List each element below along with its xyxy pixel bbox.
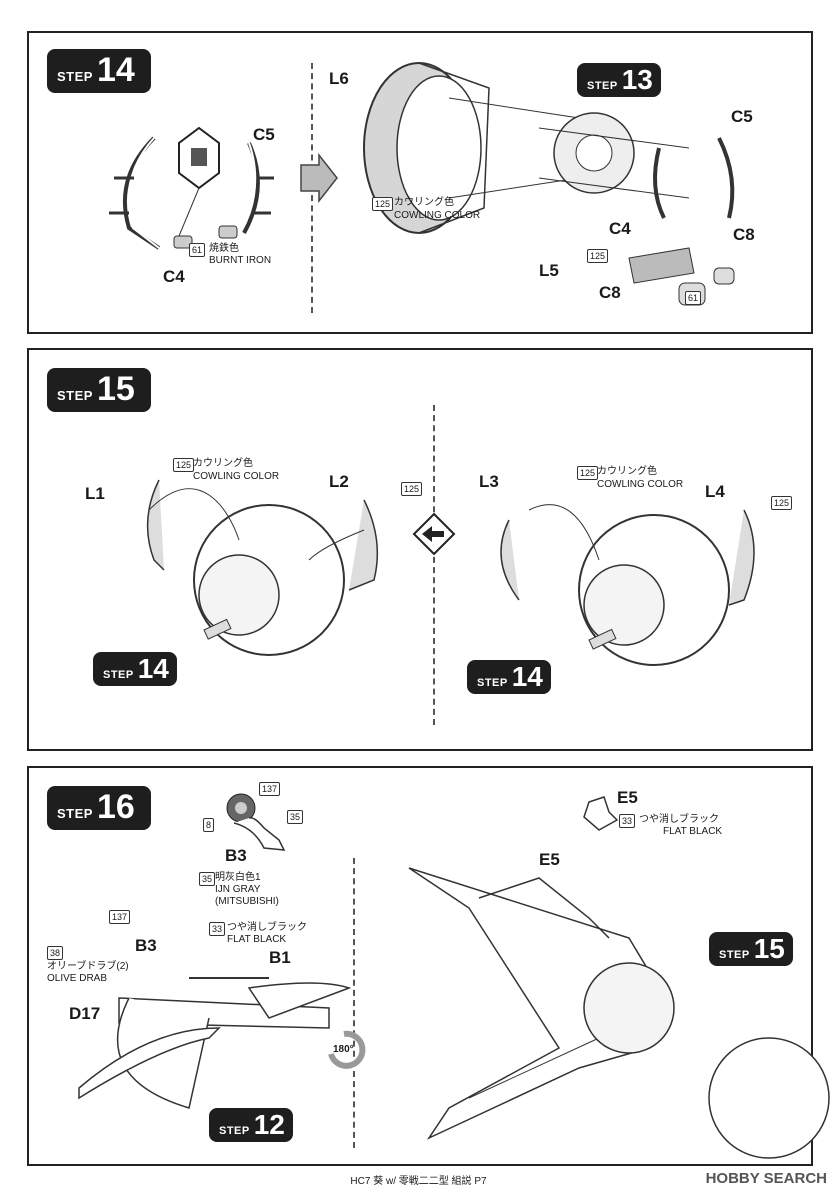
left-cowling-drawing (146, 479, 379, 656)
label-c8-top: C8 (733, 225, 755, 244)
step14-badge: STEP 14 (47, 49, 151, 93)
label-c4-left: C4 (163, 267, 185, 286)
step15-badge: STEP 15 (47, 368, 151, 412)
step13-badge: STEP 13 (577, 63, 661, 97)
brand-watermark: HOBBY SEARCH (705, 1170, 827, 1187)
label-c4-right: C4 (609, 219, 631, 238)
step12-badge: STEP 12 (209, 1108, 293, 1142)
label-b3-top: B3 (225, 846, 247, 865)
label-c8-bottom: C8 (599, 283, 621, 302)
label-l6: L6 (329, 69, 349, 88)
tail-section-drawing (78, 977, 352, 1109)
engine-mount-drawing (109, 126, 274, 250)
label-l1: L1 (85, 484, 105, 503)
l1-color-jp: カウリング色 (193, 458, 253, 469)
b3-color-number: 137 (109, 910, 131, 924)
l3-color-en: COWLING COLOR (597, 479, 684, 490)
cowling-color-number: 125 (372, 197, 394, 211)
label-l5: L5 (539, 261, 559, 280)
burnt-iron-en: BURNT IRON (209, 255, 272, 266)
l1-color-en: COWLING COLOR (193, 471, 280, 482)
cowling-assembly-drawing (363, 62, 735, 306)
e5-color-number: 33 (619, 814, 636, 828)
cowling-color-en: COWLING COLOR (394, 210, 481, 221)
l2-color-number: 125 (401, 482, 423, 496)
label-l4: L4 (705, 482, 725, 501)
gray-color-en1: IJN GRAY (215, 884, 261, 895)
step15-panel: STEP 15 L1 125 カウリング色 COWLING COLOR L2 1… (27, 348, 813, 751)
label-c5-left: C5 (253, 125, 275, 144)
l3-color-number: 125 (577, 466, 599, 480)
olive-drab-jp: オリーブドラブ(2) (47, 961, 129, 972)
swap-side-icon (412, 512, 456, 556)
burnt-iron-jp: 焼鉄色 (209, 243, 239, 254)
step16-divider (353, 858, 355, 1148)
right-cowling-drawing (500, 504, 755, 666)
step15-sub-left-badge: STEP 14 (93, 652, 177, 686)
label-l2: L2 (329, 472, 349, 491)
c8-color-number: 61 (685, 291, 702, 305)
step15-sub-right-badge: STEP 14 (467, 660, 551, 694)
label-b1: B1 (269, 948, 291, 967)
olive-drab-en: OLIVE DRAB (47, 973, 108, 984)
flat-black-number: 33 (209, 922, 226, 936)
label-l3: L3 (479, 472, 499, 491)
tail-wheel-drawing (226, 793, 286, 851)
flat-black-jp: つや消しブラック (227, 922, 307, 933)
step16-panel: STEP 16 8 137 35 B3 35 明灰白色1 IJN GRAY (M… (27, 766, 830, 1166)
wheel-number-8: 8 (203, 818, 215, 832)
e5-part-drawing (583, 796, 619, 831)
wheel-number-35: 35 (287, 810, 304, 824)
gray-color-number: 35 (199, 872, 216, 886)
step15-divider (433, 405, 435, 725)
step14-panel: STEP 14 C5 C4 61 焼鉄色 BURNT IRON (27, 31, 813, 334)
e5-color-en: FLAT BLACK (663, 826, 723, 837)
label-b3: B3 (135, 936, 157, 955)
page-footer: HC7 葵 w/ 零戦二二型 組説 P7 (350, 1176, 487, 1187)
cowling-color-jp: カウリング色 (394, 197, 454, 208)
label-e5-top: E5 (617, 788, 638, 807)
l3-color-jp: カウリング色 (597, 466, 657, 477)
rotate-180-icon (328, 1030, 366, 1069)
gray-color-en2: (MITSUBISHI) (215, 896, 279, 907)
step16-badge: STEP 16 (47, 786, 151, 830)
gray-color-jp: 明灰白色1 (215, 872, 261, 883)
rotate-label: 180° (333, 1044, 354, 1055)
l5-color-number: 125 (587, 249, 609, 263)
wheel-number-137: 137 (259, 782, 281, 796)
step15-sub-badge: STEP 15 (709, 932, 793, 966)
label-c5-right: C5 (731, 107, 753, 126)
label-d17: D17 (69, 1004, 101, 1023)
right-arrow-icon (300, 152, 338, 204)
l1-color-number: 125 (173, 458, 195, 472)
e5-color-jp: つや消しブラック (639, 814, 719, 825)
burnt-iron-number: 61 (189, 243, 206, 257)
flat-black-en: FLAT BLACK (227, 934, 287, 945)
l4-color-number: 125 (771, 496, 793, 510)
label-e5-mid: E5 (539, 850, 560, 869)
fuselage-drawing (408, 867, 830, 1159)
olive-drab-number: 38 (47, 946, 64, 960)
